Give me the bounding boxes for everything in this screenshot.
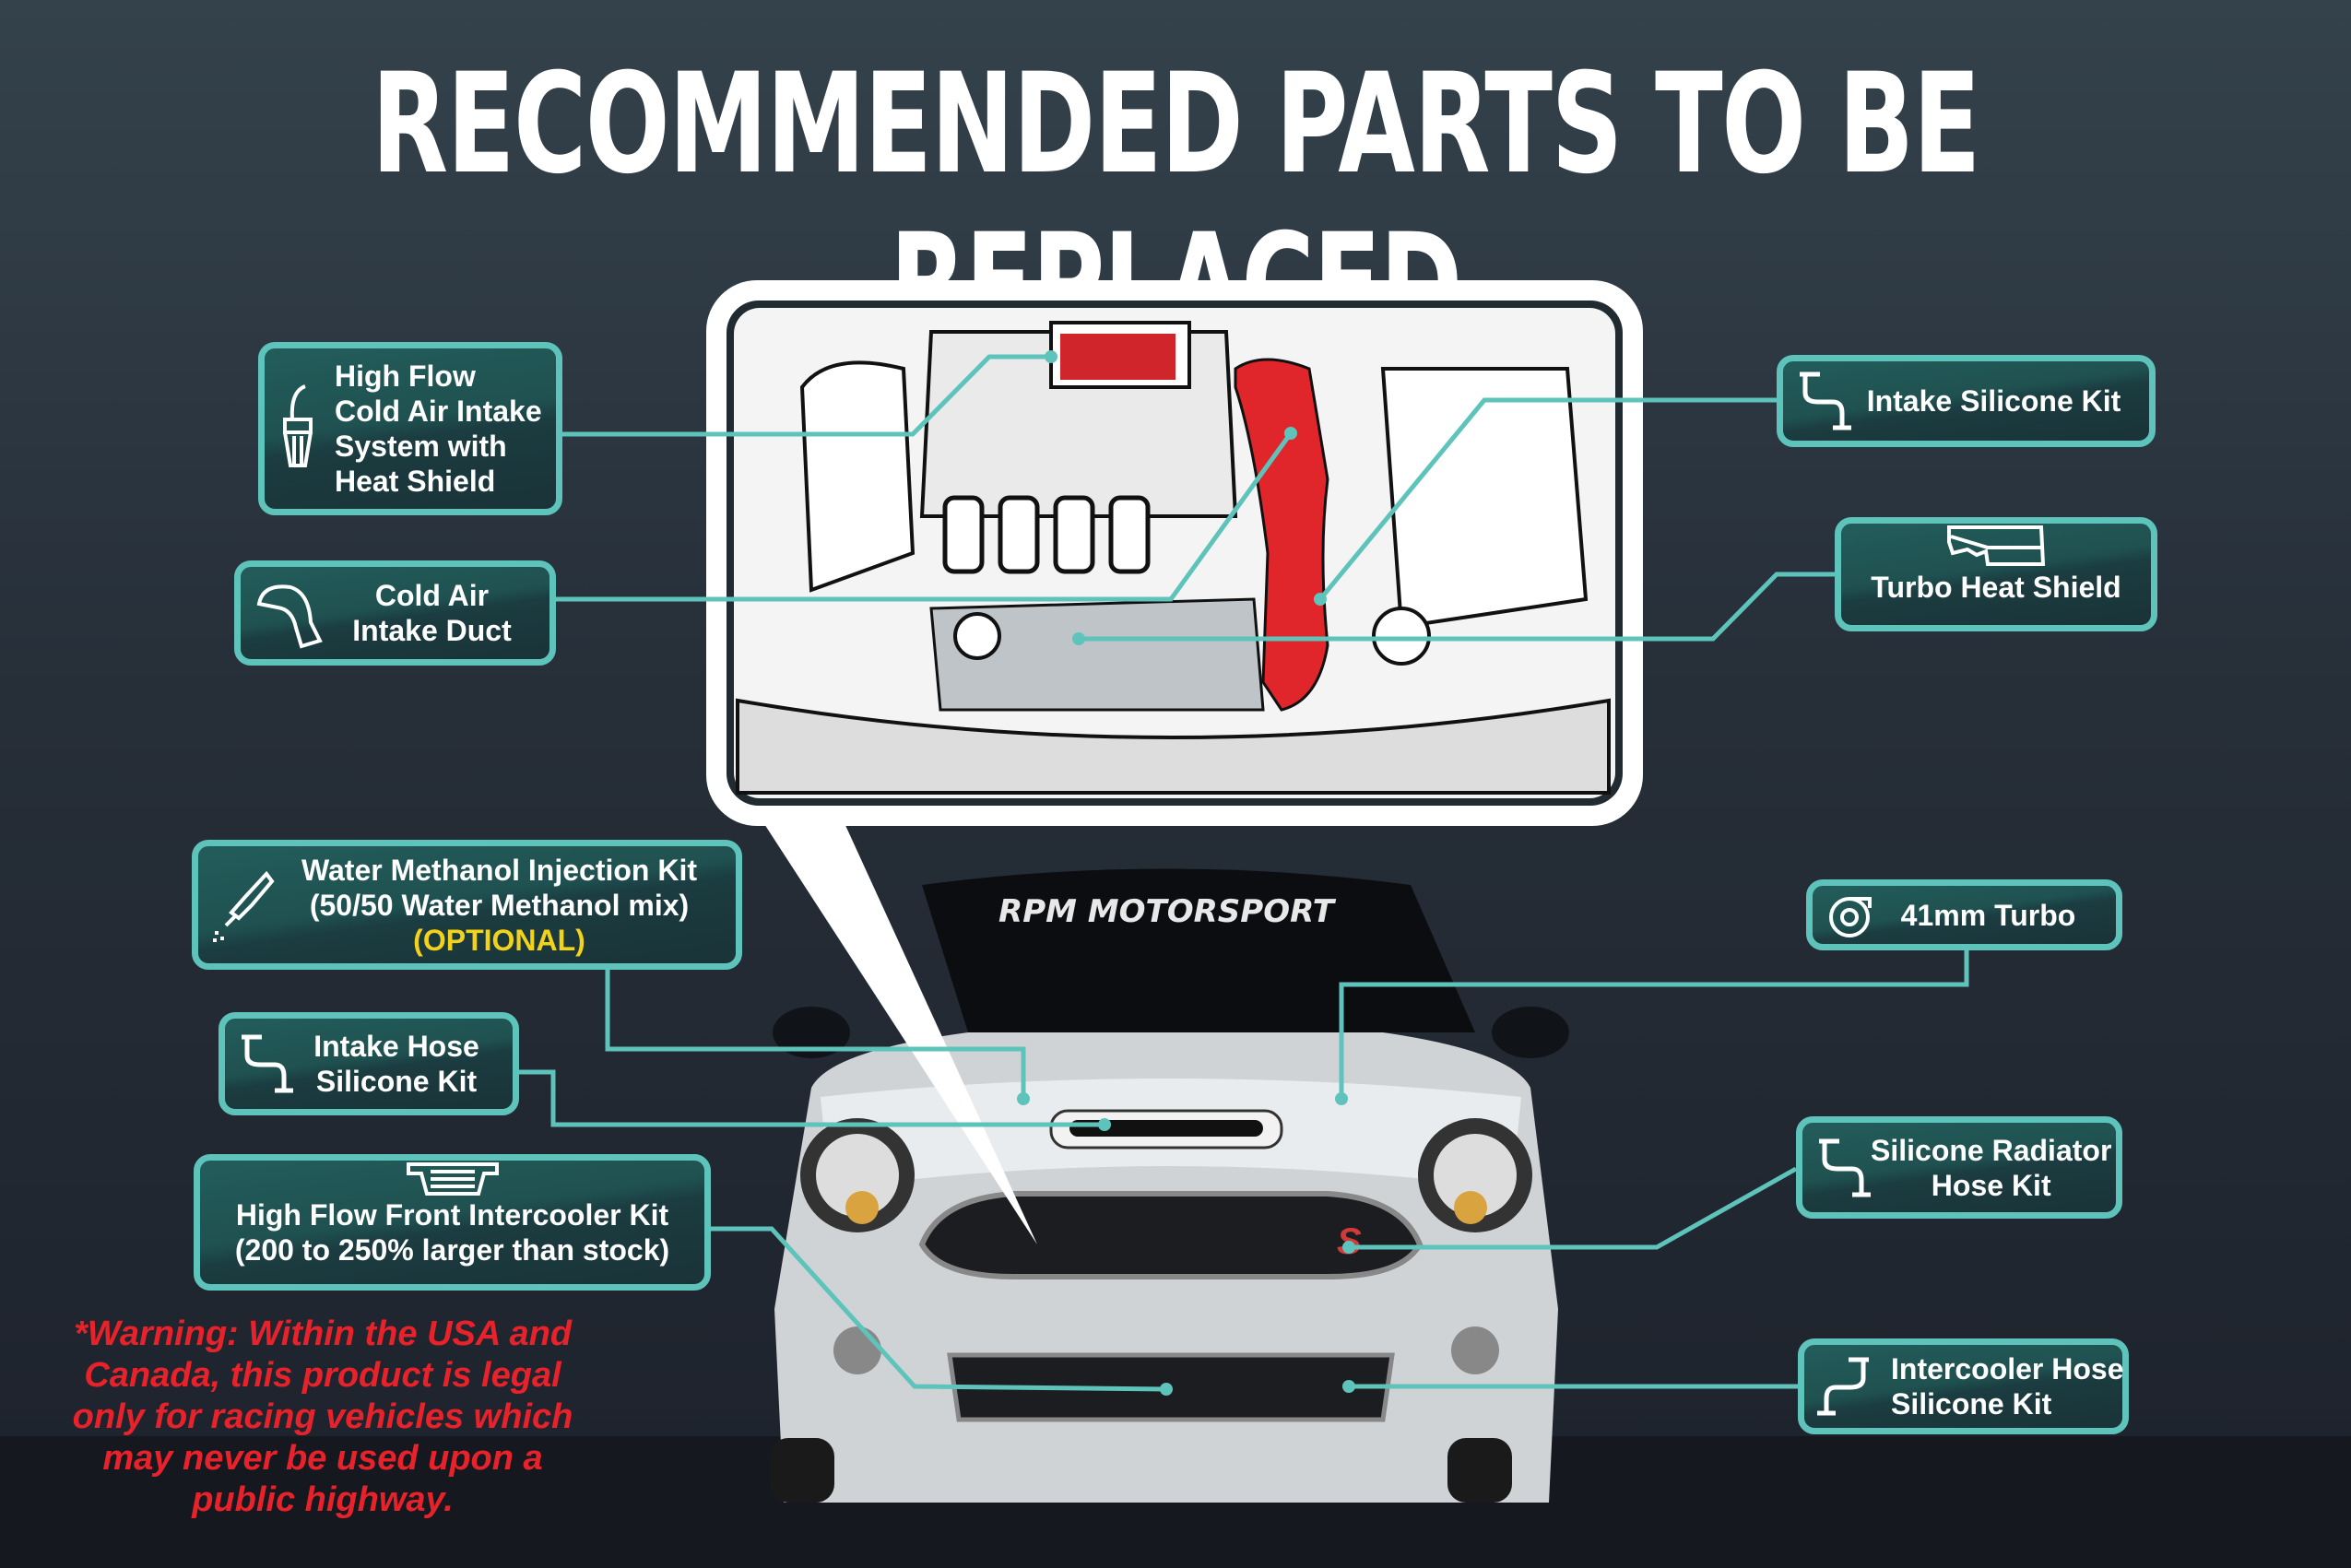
intercooler-icon — [406, 1162, 499, 1196]
hood-scoop-opening — [1069, 1120, 1263, 1137]
connector-intake-duct — [556, 431, 1294, 602]
callout-pointer — [756, 811, 1037, 1244]
intake-silicone-highlight — [1234, 358, 1329, 712]
left-tire — [770, 1438, 834, 1503]
left-mirror — [773, 1007, 850, 1058]
callout-41mm-turbo: 41mm Turbo — [1806, 879, 2122, 950]
left-fog-light — [833, 1326, 881, 1374]
heat-shield-icon — [1947, 525, 2046, 566]
connector-intake-hose — [519, 1069, 1105, 1127]
optional-label: (OPTIONAL) — [413, 923, 585, 957]
callout-high-flow-front-intercooler-kit: High Flow Front Intercooler Kit(200 to 2… — [194, 1154, 711, 1291]
connector-cold-air-intake — [562, 354, 1051, 437]
silicone-hose-icon — [242, 1034, 293, 1093]
connector-41mm-turbo — [1339, 950, 1969, 1099]
connector-radiator-hose — [1349, 1166, 1798, 1250]
silicone-hose-icon — [1800, 371, 1851, 430]
silicone-hose-icon — [1817, 1357, 1869, 1416]
legal-warning: *Warning: Within the USA and Canada, thi… — [72, 1315, 573, 1519]
right-mirror — [1492, 1007, 1569, 1058]
cold-air-filter-icon — [283, 384, 313, 467]
cold-air-filter-highlight — [1060, 334, 1176, 380]
connector-turbo-heat-shield — [1079, 572, 1835, 642]
elbow-duct-icon — [256, 584, 323, 649]
connector-intercooler — [711, 1226, 1167, 1392]
callout-intake-silicone-kit: Intake Silicone Kit — [1777, 355, 2156, 447]
engine-bay-illustration — [734, 308, 1615, 798]
injector-icon — [213, 870, 275, 942]
car-roof-windshield — [922, 868, 1475, 1032]
connector-intake-silicone — [1318, 397, 1777, 601]
front-grille — [918, 1191, 1424, 1279]
silicone-hose-icon — [1819, 1138, 1871, 1197]
callout-turbo-heat-shield: Turbo Heat Shield — [1835, 517, 2157, 631]
right-fog-light — [1451, 1326, 1499, 1374]
windshield-logo: RPM MOTORSPORT — [998, 893, 1337, 930]
turbo-heat-shield-highlight — [929, 597, 1265, 712]
right-tire — [1447, 1438, 1512, 1503]
turbo-icon — [1829, 896, 1872, 937]
connector-water-methanol — [605, 970, 1026, 1099]
callout-water-methanol-injection-kit: Water Methanol Injection Kit(50/50 Water… — [192, 840, 742, 970]
label: High Flow — [335, 360, 476, 393]
